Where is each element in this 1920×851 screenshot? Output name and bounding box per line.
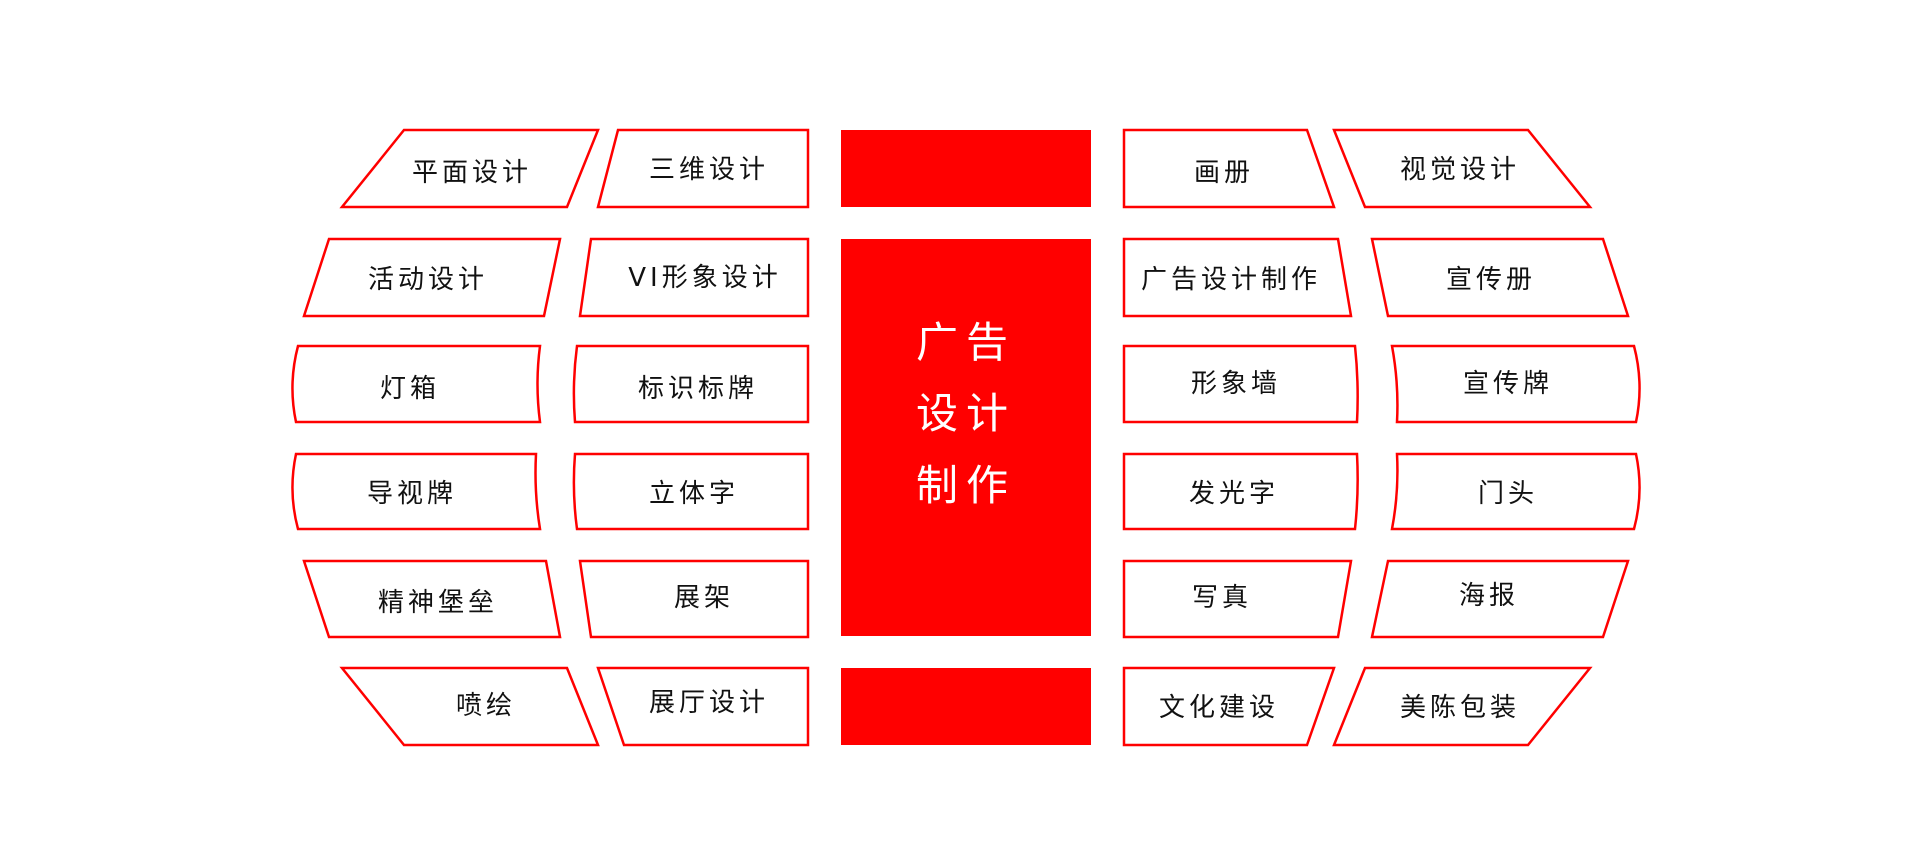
center-bottom-block	[841, 668, 1091, 745]
tile-left-inner-5[interactable]: 展架	[578, 559, 810, 639]
tile-left-outer-3[interactable]: 灯箱	[291, 344, 542, 424]
tile-label: 展架	[674, 583, 734, 613]
tile-label: 形象墙	[1191, 369, 1281, 399]
tile-right-inner-2[interactable]: 广告设计制作	[1122, 237, 1353, 318]
tile-left-outer-1[interactable]: 平面设计	[339, 128, 600, 209]
tile-left-inner-1[interactable]: 三维设计	[596, 128, 810, 209]
tile-right-outer-6[interactable]: 美陈包装	[1332, 666, 1593, 747]
tile-label: 立体字	[649, 479, 739, 509]
tile-label: 门头	[1478, 479, 1538, 509]
tile-left-inner-4[interactable]: 立体字	[572, 452, 810, 531]
tile-right-outer-5[interactable]: 海报	[1370, 559, 1630, 639]
tile-label: 写真	[1192, 583, 1252, 613]
center-title-line-2: 设计	[916, 389, 1016, 438]
tile-right-outer-1[interactable]: 视觉设计	[1332, 128, 1593, 209]
tile-label: 喷绘	[456, 691, 516, 721]
tile-label: 展厅设计	[649, 688, 769, 718]
tile-label: 标识标牌	[638, 374, 758, 404]
tile-label: 导视牌	[367, 479, 457, 509]
center-top-block	[841, 130, 1091, 207]
tile-label: 宣传牌	[1463, 369, 1553, 399]
tile-left-inner-6[interactable]: 展厅设计	[596, 666, 810, 747]
tile-right-inner-3[interactable]: 形象墙	[1122, 344, 1359, 424]
tile-label: 美陈包装	[1400, 693, 1520, 723]
tile-label: 海报	[1459, 581, 1519, 611]
tile-label: 平面设计	[412, 158, 532, 188]
tile-label: 视觉设计	[1400, 155, 1520, 185]
tile-left-outer-2[interactable]: 活动设计	[302, 237, 562, 318]
tile-left-inner-2[interactable]: VI形象设计	[578, 237, 810, 318]
tile-left-outer-6[interactable]: 喷绘	[339, 666, 600, 747]
tile-label: 发光字	[1189, 479, 1279, 509]
tile-label: 广告设计制作	[1141, 265, 1321, 295]
tile-right-outer-2[interactable]: 宣传册	[1370, 237, 1630, 318]
tile-label: 文化建设	[1159, 693, 1279, 723]
tile-right-inner-1[interactable]: 画册	[1122, 128, 1336, 209]
tile-right-inner-5[interactable]: 写真	[1122, 559, 1353, 639]
tile-right-outer-3[interactable]: 宣传牌	[1390, 344, 1641, 424]
tile-label: 活动设计	[368, 265, 488, 295]
tile-label: VI形象设计	[628, 263, 781, 293]
tile-label: 灯箱	[380, 374, 440, 404]
tile-right-inner-6[interactable]: 文化建设	[1122, 666, 1336, 747]
center-main-block	[841, 239, 1091, 636]
tile-label: 宣传册	[1446, 265, 1536, 295]
tile-label: 精神堡垒	[378, 588, 498, 618]
tile-label: 画册	[1194, 158, 1254, 188]
tile-right-inner-4[interactable]: 发光字	[1122, 452, 1359, 531]
tile-left-outer-5[interactable]: 精神堡垒	[302, 559, 562, 639]
tile-right-outer-4[interactable]: 门头	[1390, 452, 1641, 531]
tile-left-outer-4[interactable]: 导视牌	[291, 452, 542, 531]
center-title-line-3: 制作	[916, 461, 1016, 510]
center-title-line-1: 广告	[916, 318, 1016, 367]
tile-left-inner-3[interactable]: 标识标牌	[572, 344, 810, 424]
tile-label: 三维设计	[649, 155, 769, 185]
